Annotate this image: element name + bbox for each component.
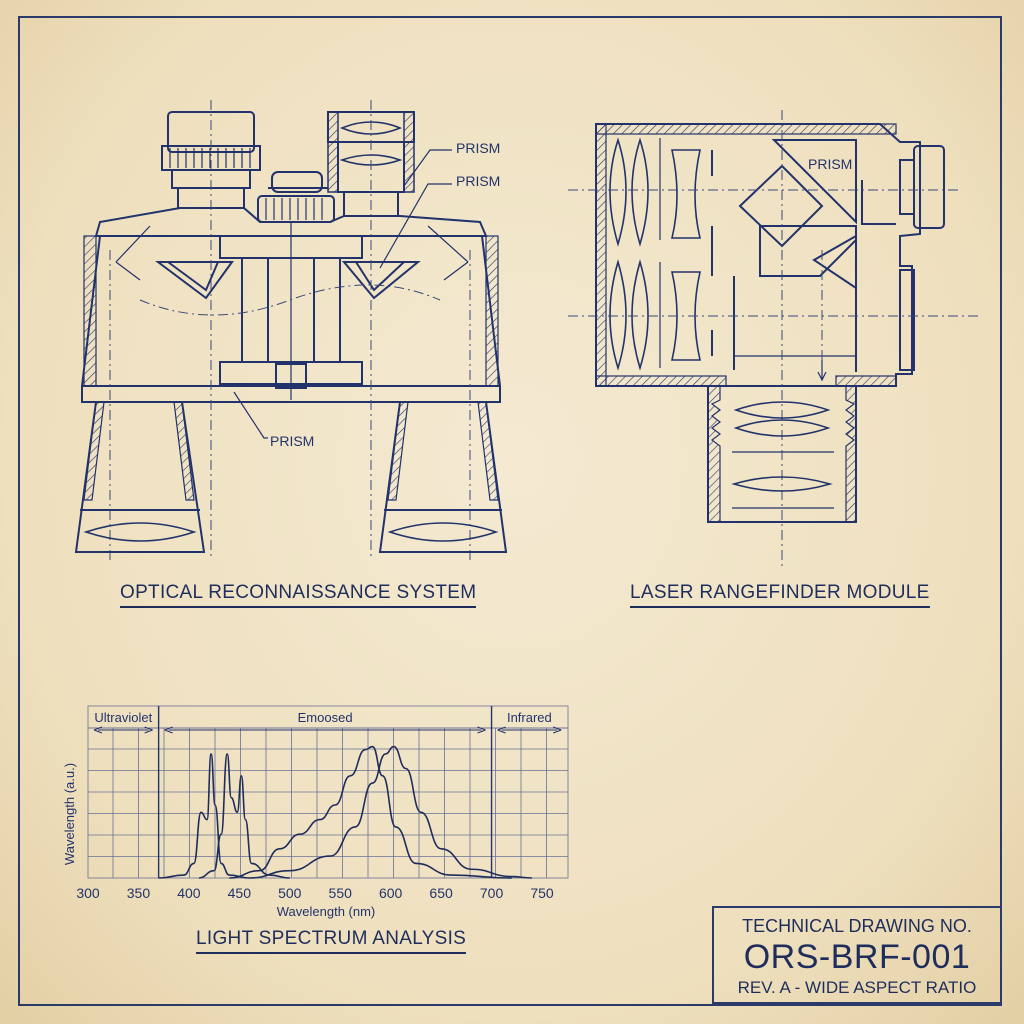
revision-note: REV. A - WIDE ASPECT RATIO: [737, 978, 977, 997]
chart-region-arrow: [164, 726, 486, 734]
chart-x-tick-label: 300: [76, 885, 100, 901]
chart-region-label: Emoosed: [298, 710, 353, 725]
spectrum-title: LIGHT SPECTRUM ANALYSIS: [196, 928, 467, 954]
rangefinder-cross-section: [568, 110, 980, 570]
prism-callout-1: PRISM: [456, 140, 500, 156]
chart-region-label: Ultraviolet: [94, 710, 152, 725]
chart-x-tick-label: 600: [379, 885, 403, 901]
chart-x-axis-label: Wavelength (nm): [277, 904, 376, 919]
prism-callout-2: PRISM: [456, 173, 500, 189]
title-block: TECHNICAL DRAWING NO. ORS-BRF-001 REV. A…: [712, 906, 1002, 1004]
rangefinder-title: LASER RANGEFINDER MODULE: [630, 582, 930, 608]
spectrum-curve-2: [198, 753, 290, 879]
chart-x-tick-label: 700: [480, 885, 504, 901]
binocular-cross-section: [74, 100, 508, 560]
chart-regions: Ultraviolet Emoosed Infrared: [87, 705, 569, 878]
chart-x-tick-label: 400: [177, 885, 201, 901]
spectrum-chart: Ultraviolet Emoosed Infrared 300 350 400 450 5…: [62, 705, 569, 919]
chart-x-tick-label: 350: [127, 885, 151, 901]
chart-region-band: [87, 705, 569, 729]
spectrum-curve-4: [249, 745, 532, 879]
drawing-number: ORS-BRF-001: [743, 938, 971, 976]
chart-curves: [158, 745, 532, 879]
chart-x-tick-label: 550: [329, 885, 353, 901]
drawing-border: [18, 16, 1002, 1006]
chart-x-tick-label: 450: [228, 885, 252, 901]
spectrum-curve-3: [229, 745, 512, 879]
chart-region-label: Infrared: [507, 710, 552, 725]
chart-x-tick-labels: 300 350 400 450 500 550 600 650 700 750: [76, 885, 554, 901]
drawing-number-label: TECHNICAL DRAWING NO.: [742, 916, 972, 936]
chart-y-axis-label: Wavelength (a.u.): [62, 763, 77, 865]
binocular-title: OPTICAL RECONNAISSANCE SYSTEM: [120, 582, 477, 608]
spectrum-curve-1: [158, 753, 250, 879]
chart-region-arrow: [93, 726, 153, 734]
rangefinder-prism-callout: PRISM: [808, 156, 852, 172]
chart-x-tick-label: 750: [530, 885, 554, 901]
chart-x-tick-label: 650: [429, 885, 453, 901]
prism-callout-3: PRISM: [270, 433, 314, 449]
chart-region-arrow: [497, 726, 562, 734]
chart-x-tick-label: 500: [278, 885, 302, 901]
